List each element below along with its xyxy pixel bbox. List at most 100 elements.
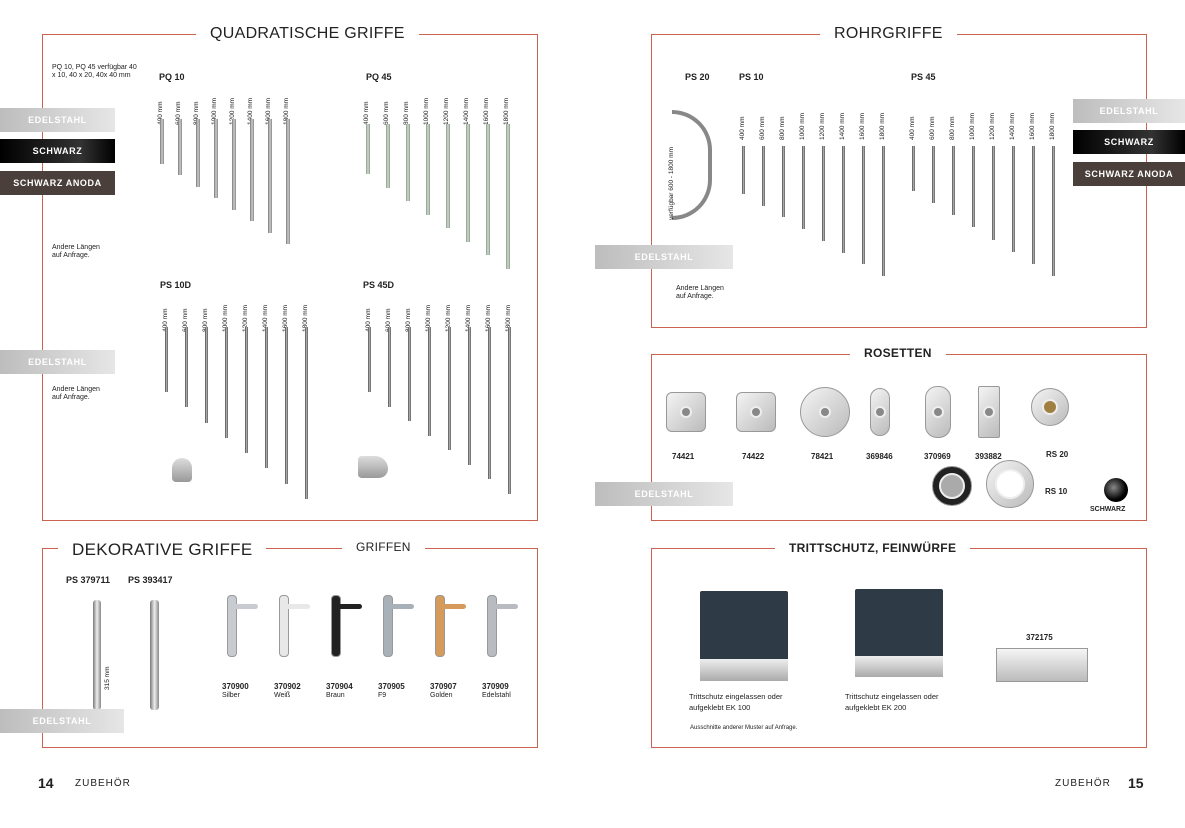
length-label: 1000 mm [799,112,806,140]
lever-code: 370905 [378,682,405,691]
handle-bar [196,119,200,187]
rosette-code: 370969 [924,452,951,461]
length-label: 1600 mm [859,112,866,140]
length-label: 1800 mm [503,97,510,125]
letterbox-code: 372175 [1026,633,1053,642]
lever-handle-image [279,595,310,657]
lever-color: Silber [222,692,240,699]
decorative-handle-image [93,600,101,710]
length-label: 400 mm [739,116,746,140]
length-label: 1400 mm [1009,112,1016,140]
handle-bar [448,327,451,451]
handle-bar [842,146,845,253]
page-number: 14 [38,775,54,791]
length-label: 1200 mm [989,112,996,140]
door-ek100-image [700,591,788,681]
handle-bar [952,146,955,216]
handle-bar [488,327,491,480]
handle-bar [882,146,885,276]
handle-bar [1052,146,1055,276]
length-label: 1200 mm [443,97,450,125]
handle-bar [508,327,511,494]
handle-bar [426,124,430,215]
rosette-image [666,392,706,432]
handle-bar [972,146,975,228]
handle-bar [214,119,218,199]
rs20-label: RS 20 [1046,450,1069,459]
rosette-code: 369846 [866,452,893,461]
rosette-image [736,392,776,432]
lever-code: 370909 [482,682,509,691]
handle-bar [782,146,785,218]
handle-bar [1012,146,1015,252]
handle-end-icon [358,456,388,478]
group-label-ps45: PS 45 [911,72,936,82]
lever-color: Edelstahl [482,692,511,699]
handle-bar [1032,146,1035,264]
handle-bar [386,124,390,188]
handle-bar [762,146,765,206]
rs10-image [986,460,1034,508]
handle-bar [285,327,288,484]
rosette-code: 78421 [811,452,834,461]
handle-bar [486,124,490,256]
handle-bar [862,146,865,265]
lever-code: 370900 [222,682,249,691]
length-label: 800 mm [949,116,956,140]
handle-bar [466,124,470,242]
group-label-pq10: PQ 10 [159,72,185,82]
group-label-ps10: PS 10 [739,72,764,82]
schwarz-swatch [1104,478,1128,502]
tag-edelstahl: EDELSTAHL [595,245,733,269]
tag-schwarz-anoda: SCHWARZ ANODA [0,171,115,195]
group-label-ps45d: PS 45D [363,280,395,290]
lever-code: 370902 [274,682,301,691]
handle-bar [225,327,228,438]
tag-schwarz: SCHWARZ [1073,130,1185,154]
other-lengths-note: Andere Längen auf Anfrage. [676,285,724,300]
handle-bar [446,124,450,229]
length-label: 1000 mm [423,97,430,125]
handle-bar [245,327,248,454]
length-label: 1600 mm [483,97,490,125]
handle-bar [408,327,411,422]
pq-note: PQ 10, PQ 45 verfügbar 40 x 10, 40 x 20,… [52,64,137,79]
handle-bar [160,119,164,164]
ek200-caption: Trittschutz eingelassen oder aufgeklebt … [845,692,939,712]
rohrgriffe-title: ROHRGRIFFE [820,25,957,43]
handle-bar [268,119,272,233]
ek100-caption: Trittschutz eingelassen oder aufgeklebt … [689,692,783,712]
handle-bar [822,146,825,241]
handle-bar [250,119,254,222]
handle-bar [265,327,268,469]
tag-edelstahl: EDELSTAHL [595,482,733,506]
tag-edelstahl: EDELSTAHL [0,108,115,132]
schwarz-label: SCHWARZ [1090,506,1126,513]
door-ek200-image [855,589,943,677]
length-label: 400 mm [909,116,916,140]
handle-bar [185,327,188,408]
length-label: 600 mm [759,116,766,140]
tag-schwarz-anoda: SCHWARZ ANODA [1073,162,1185,186]
lever-handle-image [331,595,362,657]
length-label: 1800 mm [1049,112,1056,140]
handle-bar [368,327,371,392]
lever-color: F9 [378,692,387,699]
footer-label: ZUBEHÖR [75,778,131,789]
handle-bar [506,124,510,269]
length-label: 400 mm [363,101,370,125]
handle-bar [178,119,182,176]
length-label: 1000 mm [969,112,976,140]
handle-bar [366,124,370,174]
group-label-ps10d: PS 10D [160,280,192,290]
dekorative-griffe-panel [42,548,538,748]
rs20-image [1031,388,1069,426]
lever-handle-image [227,595,258,657]
handle-bar [932,146,935,204]
lever-color: Golden [430,692,453,699]
rosette-image [978,386,1000,438]
handle-bar [802,146,805,230]
length-label: 800 mm [403,101,410,125]
lever-color: Braun [326,692,345,699]
tag-edelstahl: EDELSTAHL [1073,99,1185,123]
